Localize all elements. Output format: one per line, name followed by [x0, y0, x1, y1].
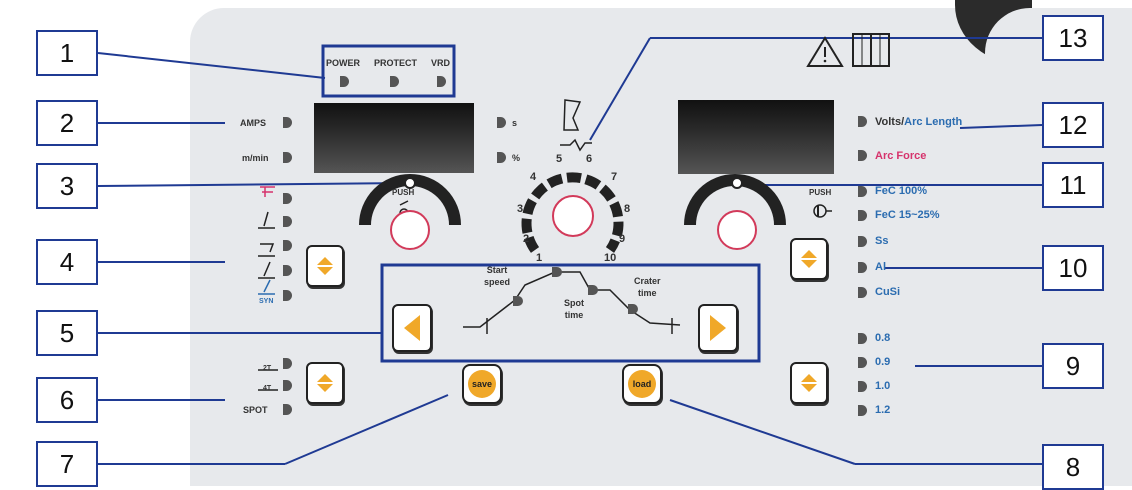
material-label-5: CuSi	[875, 286, 901, 298]
callout-4: 4	[36, 239, 98, 285]
right-push-label: PUSH	[809, 188, 832, 197]
wire-label-2: 0.9	[875, 356, 891, 368]
trigger-mode-button[interactable]	[306, 362, 344, 404]
vrd-led	[437, 76, 446, 87]
process-led-2	[283, 216, 292, 227]
dial-number-8: 8	[624, 203, 631, 215]
callout-6: 6	[36, 377, 98, 423]
material-label-4: Al	[875, 261, 886, 273]
arrow-right-icon	[710, 315, 726, 341]
process-led-4	[283, 265, 292, 276]
load-button[interactable]: load	[622, 364, 662, 404]
material-select-button[interactable]	[790, 238, 828, 280]
dial-number-4: 4	[530, 171, 537, 183]
material-label-2: FeC 15~25%	[875, 209, 940, 221]
material-label-3: Ss	[875, 235, 889, 247]
dial-number-9: 9	[619, 233, 626, 245]
callout-10: 10	[1042, 245, 1104, 291]
material-led-4	[858, 262, 867, 273]
volts-label: Volts/Arc Length	[875, 116, 963, 128]
wire-label-1: 0.8	[875, 332, 891, 344]
dial-number-5: 5	[556, 153, 563, 165]
two-t-led	[283, 358, 292, 369]
percent-label: %	[512, 153, 521, 163]
left-display-screen	[314, 103, 474, 173]
callout-1: 1	[36, 30, 98, 76]
syn-label: SYN	[259, 298, 274, 305]
callout-7: 7	[36, 441, 98, 487]
dial-number-1: 1	[536, 252, 543, 264]
material-led-2	[858, 210, 867, 221]
spot-label: SPOT	[243, 405, 268, 415]
material-led-1	[858, 186, 867, 197]
vrd-label: VRD	[431, 58, 451, 68]
material-led-3	[858, 236, 867, 247]
process-led-3	[283, 240, 292, 251]
callout-13: 13	[1042, 15, 1104, 61]
load-button-label: load	[628, 370, 656, 398]
sequence-left-button[interactable]	[392, 304, 432, 352]
amps-label: AMPS	[240, 118, 267, 128]
volts-led	[858, 116, 867, 127]
process-led-5	[283, 290, 292, 301]
wire-size-button[interactable]	[790, 362, 828, 404]
wire-led-3	[858, 381, 867, 392]
save-button-label: save	[468, 370, 496, 398]
process-led-1	[283, 193, 292, 204]
four-t-led	[283, 380, 292, 391]
wire-led-4	[858, 405, 867, 416]
dial-number-7: 7	[611, 171, 618, 183]
power-led	[340, 76, 349, 87]
power-label: POWER	[326, 58, 361, 68]
dial-number-3: 3	[517, 203, 524, 215]
callout-8: 8	[1042, 444, 1104, 490]
dial-number-10: 10	[604, 252, 617, 264]
spot-led	[283, 404, 292, 415]
callout-11: 11	[1042, 162, 1104, 208]
amps-led	[283, 117, 292, 128]
two-t-label: 2T	[263, 365, 272, 372]
wire-label-4: 1.2	[875, 404, 891, 416]
mmin-label: m/min	[242, 153, 269, 163]
callout-5: 5	[36, 310, 98, 356]
protect-label: PROTECT	[374, 58, 418, 68]
seconds-label: s	[512, 118, 518, 128]
left-push-label: PUSH	[392, 188, 415, 197]
save-button[interactable]: save	[462, 364, 502, 404]
process-select-button[interactable]	[306, 245, 344, 287]
arc-force-led	[858, 150, 867, 161]
wire-led-1	[858, 333, 867, 344]
material-led-5	[858, 287, 867, 298]
left-adjust-knob[interactable]	[390, 210, 430, 250]
center-dial-knob[interactable]	[552, 195, 594, 237]
control-panel	[190, 8, 1132, 486]
callout-9: 9	[1042, 343, 1104, 389]
dial-number-2: 2	[523, 233, 530, 245]
callout-3: 3	[36, 163, 98, 209]
callout-12: 12	[1042, 102, 1104, 148]
protect-led	[390, 76, 399, 87]
wire-label-3: 1.0	[875, 380, 891, 392]
dial-number-6: 6	[586, 153, 593, 165]
arc-force-label: Arc Force	[875, 150, 927, 162]
mmin-led	[283, 152, 292, 163]
arrow-left-icon	[404, 315, 420, 341]
wire-led-2	[858, 357, 867, 368]
sequence-right-button[interactable]	[698, 304, 738, 352]
percent-led	[497, 152, 506, 163]
callout-2: 2	[36, 100, 98, 146]
four-t-label: 4T	[263, 385, 272, 392]
right-display-screen	[678, 100, 834, 174]
seconds-led	[497, 117, 506, 128]
material-label-1: FeC 100%	[875, 185, 927, 197]
right-adjust-knob[interactable]	[717, 210, 757, 250]
